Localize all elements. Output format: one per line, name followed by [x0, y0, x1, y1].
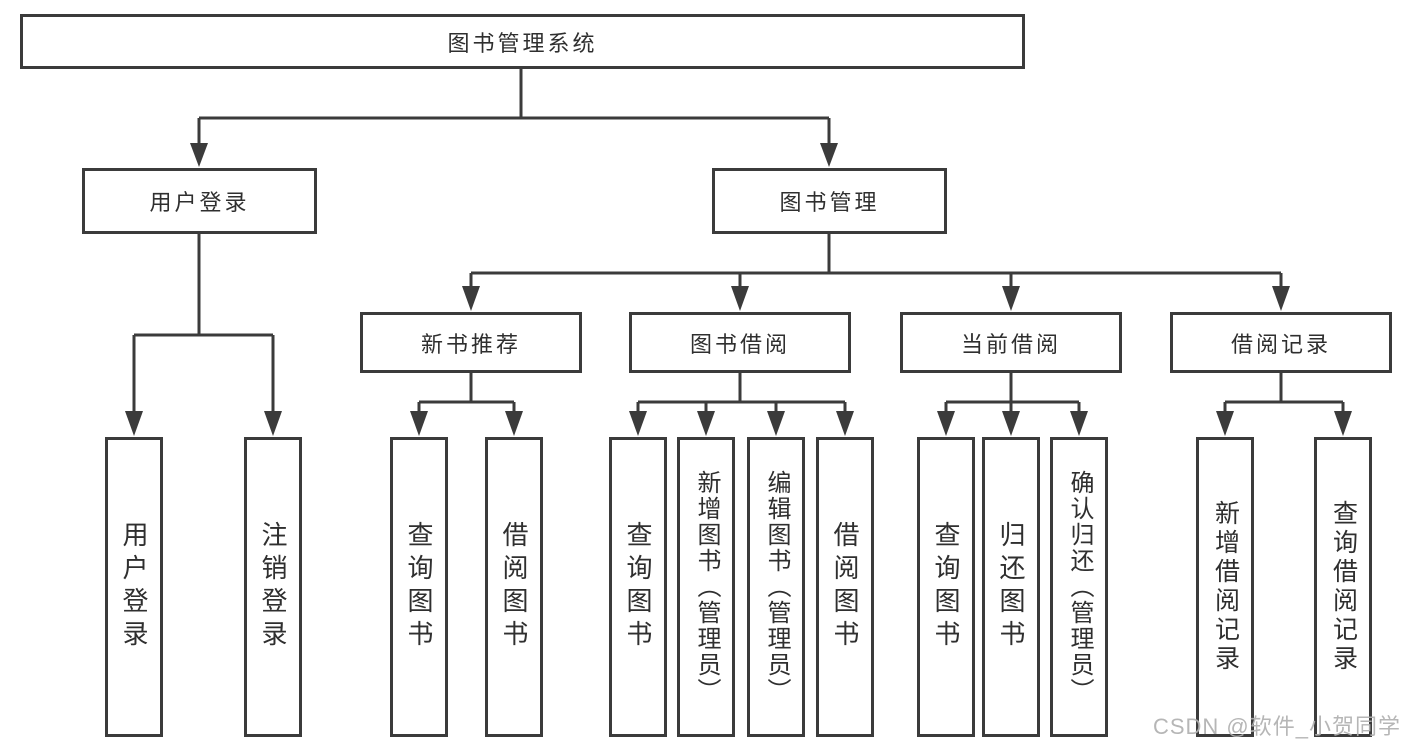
node-user-login: 用户登录: [82, 168, 317, 234]
leaf-add-book-admin-label: 新增图书（管理员）: [693, 470, 720, 704]
node-book-management: 图书管理: [712, 168, 947, 234]
node-current-borrowing: 当前借阅: [900, 312, 1122, 373]
leaf-return-books: 归还图书: [982, 437, 1040, 737]
node-book-borrowing-label: 图书借阅: [689, 331, 790, 357]
leaf-query-books-borrow: 查询图书: [609, 437, 667, 737]
node-user-login-label: 用户登录: [149, 190, 250, 215]
leaf-logout-label: 注销登录: [258, 521, 288, 653]
leaf-borrow-books-recommend: 借阅图书: [485, 437, 543, 737]
leaf-query-borrow-record: 查询借阅记录: [1314, 437, 1372, 737]
leaf-borrow-books-recommend-label: 借阅图书: [499, 521, 529, 653]
leaf-add-borrow-record-label: 新增借阅记录: [1211, 500, 1240, 674]
leaf-confirm-return-admin-label: 确认归还（管理员）: [1066, 470, 1093, 704]
node-current-borrowing-label: 当前借阅: [960, 331, 1061, 357]
leaf-user-login: 用户登录: [105, 437, 163, 737]
node-library-management-system: 图书管理系统: [20, 14, 1025, 69]
csdn-watermark: CSDN @软件_小贺同学: [1152, 714, 1401, 739]
leaf-logout: 注销登录: [244, 437, 302, 737]
node-new-book-recommendation: 新书推荐: [360, 312, 582, 373]
leaf-confirm-return-admin: 确认归还（管理员）: [1050, 437, 1108, 737]
node-borrowing-records: 借阅记录: [1170, 312, 1392, 373]
node-borrowing-records-label: 借阅记录: [1230, 331, 1331, 357]
node-book-management-label: 图书管理: [779, 190, 880, 215]
leaf-query-books-current: 查询图书: [917, 437, 975, 737]
leaf-query-books-borrow-label: 查询图书: [623, 521, 653, 653]
leaf-query-borrow-record-label: 查询借阅记录: [1329, 500, 1358, 674]
leaf-return-books-label: 归还图书: [996, 521, 1026, 653]
leaf-edit-book-admin-label: 编辑图书（管理员）: [763, 470, 790, 704]
leaf-edit-book-admin: 编辑图书（管理员）: [747, 437, 805, 737]
node-new-book-recommendation-label: 新书推荐: [420, 331, 521, 357]
leaf-query-books-current-label: 查询图书: [931, 521, 961, 653]
leaf-borrow-books-borrow: 借阅图书: [816, 437, 874, 737]
leaf-add-borrow-record: 新增借阅记录: [1196, 437, 1254, 737]
leaf-borrow-books-borrow-label: 借阅图书: [830, 521, 860, 653]
leaf-add-book-admin: 新增图书（管理员）: [677, 437, 735, 737]
node-book-borrowing: 图书借阅: [629, 312, 851, 373]
node-library-management-system-label: 图书管理系统: [447, 30, 598, 56]
leaf-query-books-recommend: 查询图书: [390, 437, 448, 737]
leaf-user-login-label: 用户登录: [119, 521, 149, 653]
leaf-query-books-recommend-label: 查询图书: [404, 521, 434, 653]
